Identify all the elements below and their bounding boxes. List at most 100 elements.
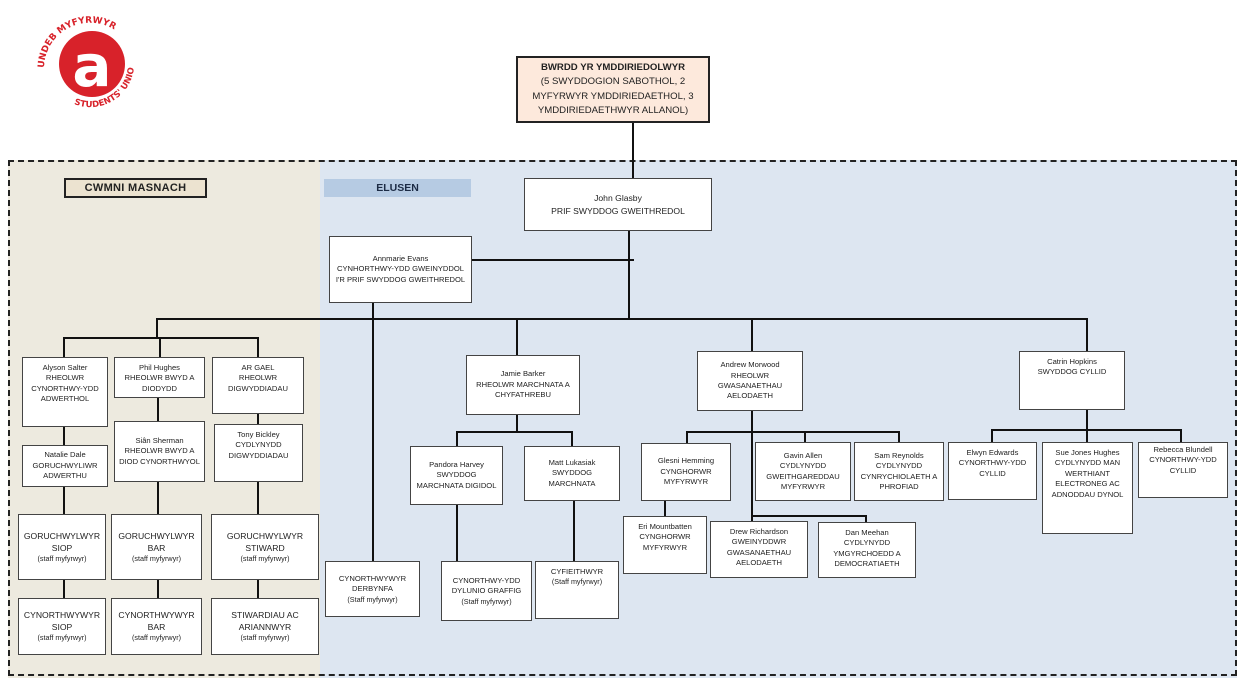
job-title: CYDLYNYDD DIGWYDDIADAU: [228, 440, 289, 460]
graphic-design-assistant-box: CYNORTHWY-YDD DYLUNIO GRAFFIG (Staff myf…: [441, 561, 532, 621]
person-name: Drew Richardson: [729, 527, 789, 536]
person-name: Sue Jones Hughes: [1055, 448, 1120, 457]
job-title: CYNORTHWYWYR SIOP: [23, 610, 101, 633]
connector-line: [63, 337, 65, 358]
student-adviser-box-glesni: Glesni Hemming CYNGHORWR MYFYRWYR: [641, 443, 731, 501]
connector-line: [1086, 429, 1088, 442]
connector-line: [456, 431, 573, 433]
student-activities-coordinator-box: Gavin Allen CYDLYNYDD GWEITHGAREDDAU MYF…: [755, 442, 851, 501]
person-name: Jamie Barker: [500, 369, 546, 379]
staff-note: (staff myfyrwyr): [37, 553, 87, 563]
assistant-food-drink-manager-box: Siân Sherman RHEOLWR BWYD A DIOD CYNORTH…: [114, 421, 205, 482]
reception-assistants-box: CYNORTHWYWYR DERBYNFA (Staff myfyrwyr): [325, 561, 420, 617]
epos-hr-coordinator-box: Sue Jones Hughes CYDLYNYDD MAN WERTHIANT…: [1042, 442, 1133, 534]
person-name: Annmarie Evans: [372, 253, 429, 263]
staff-note: (staff myfyrwyr): [132, 633, 181, 643]
bar-supervisors-box: GORUCHWYLWYR BAR (staff myfyrwyr): [111, 514, 202, 580]
job-title: STIWARDIAU AC ARIANNWYR: [231, 610, 299, 633]
membership-administrator-box: Drew Richardson GWEINYDDWR GWASANAETHAU …: [710, 521, 808, 578]
person-name: Andrew Morwood: [720, 360, 780, 370]
job-title: CYDLYNYDD YMGYRCHOEDD A DEMOCRATIAETH: [833, 538, 901, 569]
connector-line: [686, 431, 900, 433]
job-title: CYNORTHWY-YDD DYLUNIO GRAFFIG: [451, 575, 522, 596]
person-name: Phil Hughes: [139, 363, 180, 372]
job-title: SWYDDOG MARCHNATA DIGIDOL: [416, 470, 497, 490]
connector-line: [63, 580, 65, 598]
connector-line: [991, 429, 993, 442]
person-name: Pandora Harvey: [429, 459, 484, 469]
job-title: CYNGHORWR MYFYRWYR: [639, 532, 691, 552]
shop-supervisors-box: GORUCHWYLWYR SIOP (staff myfyrwyr): [18, 514, 106, 580]
connector-line: [372, 302, 374, 562]
job-title: RHEOLWR MARCHNATA A CHYFATHREBU: [476, 379, 570, 400]
finance-assistant-box-elwyn: Elwyn Edwards CYNORTHWY-YDD CYLLID: [948, 442, 1037, 500]
person-name: Gavin Allen: [783, 450, 823, 460]
staff-note: (Staff myfyrwyr): [551, 577, 603, 587]
connector-line: [1086, 318, 1088, 352]
retail-assistant-manager-box: Alyson Salter RHEOLWR CYNORTHWY-YDD ADWE…: [22, 357, 108, 427]
person-name: AR GAEL: [241, 363, 275, 372]
job-title: CYNORTHWY-YDD CYLLID: [1149, 455, 1217, 475]
events-manager-box: AR GAEL RHEOLWR DIGWYDDIADAU: [212, 357, 304, 414]
staff-note: (staff myfyrwyr): [240, 633, 290, 643]
job-title: CYNORTHWYWYR BAR: [118, 610, 195, 633]
connector-line: [157, 481, 159, 514]
connector-line: [686, 431, 688, 444]
connector-line: [751, 515, 867, 517]
staff-note: (Staff myfyrwyr): [461, 596, 512, 606]
person-name: Natalie Dale: [44, 450, 86, 460]
person-name: Dan Meehan: [845, 528, 889, 537]
connector-line: [1180, 429, 1182, 442]
connector-line: [664, 500, 666, 517]
connector-line: [157, 580, 159, 598]
ceo-assistant-box: Annmarie Evans CYNHORTHWY-YDD GWEINYDDOL…: [329, 236, 472, 303]
job-title: CYNORTHWY-YDD CYLLID: [958, 458, 1027, 478]
person-name: Tony Bickley: [237, 430, 280, 439]
board-of-trustees-box: BWRDD YR YMDDIRIEDOLWYR (5 SWYDDOGION SA…: [516, 56, 710, 123]
connector-line: [751, 318, 753, 352]
person-name: Alyson Salter: [42, 363, 88, 372]
retail-supervisor-box: Natalie Dale GORUCHWYLIWR ADWERTHU: [22, 445, 108, 487]
connector-line: [156, 318, 1088, 320]
students-union-logo: a UNDEB MYFYRWYR STUDENTS' UNION: [30, 6, 137, 110]
job-title: SWYDDOG CYLLID: [1037, 367, 1107, 377]
job-title: GORUCHWYLWYR BAR: [118, 530, 195, 553]
connector-line: [257, 580, 259, 598]
connector-line: [257, 337, 259, 358]
connector-line: [865, 515, 867, 523]
person-name: John Glasby: [594, 193, 642, 204]
connector-line: [456, 431, 458, 447]
job-title: CYNGHORWR MYFYRWYR: [660, 466, 712, 487]
connector-line: [804, 431, 806, 443]
connector-line: [571, 431, 573, 447]
food-drink-manager-box: Phil Hughes RHEOLWR BWYD A DIODYDD: [114, 357, 205, 398]
marketing-officer-box: Matt Lukasiak SWYDDOG MARCHNATA: [524, 446, 620, 501]
person-name: Glesni Hemming: [657, 456, 715, 466]
events-coordinator-box: Tony Bickley CYDLYNYDD DIGWYDDIADAU: [214, 424, 303, 482]
job-title: RHEOLWR BWYD A DIOD CYNORTHWYOL: [119, 446, 200, 466]
staff-note: (staff myfyrwyr): [132, 553, 181, 563]
person-name: Sam Reynolds: [874, 450, 924, 460]
job-title: SWYDDOG MARCHNATA: [548, 468, 596, 488]
person-name: Siân Sherman: [135, 435, 184, 445]
connector-line: [63, 426, 65, 446]
stewards-cashiers-box: STIWARDIAU AC ARIANNWYR (staff myfyrwyr): [211, 598, 319, 655]
connector-line: [628, 230, 630, 320]
svg-text:a: a: [72, 32, 111, 100]
job-title: RHEOLWR BWYD A DIODYDD: [124, 373, 195, 393]
connector-line: [63, 486, 65, 514]
person-name: Rebecca Blundell: [1153, 445, 1213, 454]
job-title: CYDLYNYDD MAN WERTHIANT ELECTRONEG AC AD…: [1051, 458, 1124, 499]
job-title: RHEOLWR GWASANAETHAU AELODAETH: [717, 370, 783, 401]
campaigns-democracy-coordinator-box: Dan Meehan CYDLYNYDD YMGYRCHOEDD A DEMOC…: [818, 522, 916, 578]
staff-note: (Staff myfyrwyr): [347, 594, 398, 604]
connector-line: [632, 123, 634, 179]
chief-executive-box: John Glasby PRIF SWYDDOG GWEITHREDOL: [524, 178, 712, 231]
person-name: Eri Mountbatten: [638, 522, 692, 531]
board-detail: (5 SWYDDOGION SABOTHOL, 2 MYFYRWYR YMDDI…: [532, 76, 694, 116]
organisation-dashed-border: [8, 160, 1237, 676]
connector-line: [751, 410, 753, 546]
distributors-box: CYFIEITHWYR (Staff myfyrwyr): [535, 561, 619, 619]
connector-line: [1086, 410, 1088, 430]
staff-note: (staff myfyrwyr): [240, 553, 290, 563]
